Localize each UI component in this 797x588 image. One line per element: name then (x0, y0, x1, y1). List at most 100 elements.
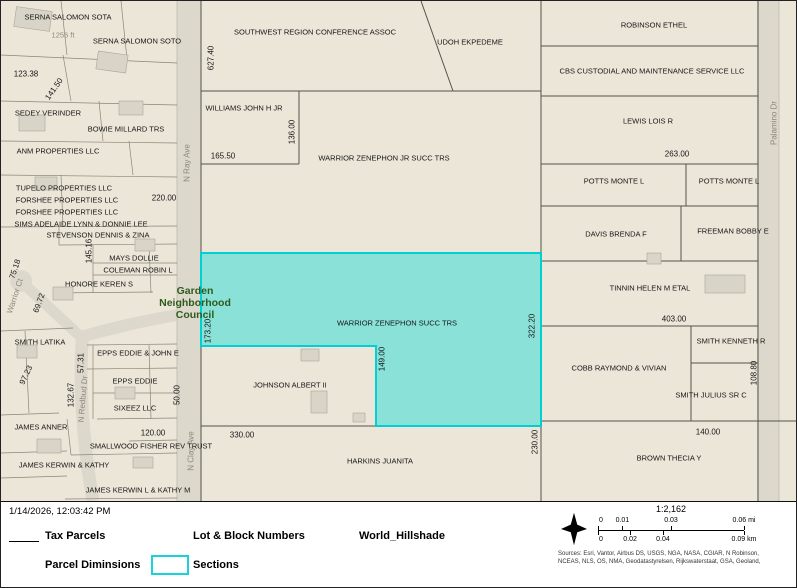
km-tick-label: 0.09 km (731, 536, 757, 543)
map-label-street: N Redbud Dr (76, 375, 90, 423)
map-label-dim: 149.00 (377, 346, 387, 372)
map-label-owner: SERNA SALOMON SOTO (92, 36, 182, 46)
attribution-line: NCEAS, NLS, OS, NMA, Geodatastyrelsen, R… (558, 559, 761, 566)
map-label-owner: SERNA SALOMON SOTA (24, 12, 112, 22)
map-label-dim: 132.67 (66, 382, 76, 408)
map-label-owner: SEDEY VERINDER (14, 108, 82, 118)
legend-lot-block-numbers: Lot & Block Numbers (193, 530, 305, 542)
map-label-owner: SMITH KENNETH R (696, 336, 766, 346)
map-label-owner: ANM PROPERTIES LLC (16, 146, 100, 156)
tax-parcels-line-symbol (9, 541, 39, 542)
mi-tick-label: 0.03 (664, 517, 678, 524)
legend-tax-parcels: Tax Parcels (45, 530, 106, 542)
map-label-dim: 165.50 (210, 151, 236, 161)
map-label-owner: HARKINS JUANITA (346, 456, 414, 466)
sections-box-symbol (151, 555, 189, 575)
map-label-owner: WILLIAMS JOHN H JR (205, 103, 283, 113)
buildings (13, 6, 746, 469)
map-label-owner: WARRIOR ZENEPHON SUCC TRS (336, 318, 458, 328)
map-label-dim: 123.38 (13, 69, 39, 79)
layout-footer: 1/14/2026, 12:03:42 PM Tax Parcels Lot &… (1, 501, 796, 587)
map-label-street: N Ray Ave (182, 144, 192, 182)
km-tick-label: 0 (598, 536, 603, 543)
map-label-owner: DAVIS BRENDA F (585, 229, 647, 239)
map-label-owner: POTTS MONTE L (583, 176, 645, 186)
map-label-owner: SIXEEZ LLC (113, 403, 157, 413)
map-label-dim: 627.40 (206, 45, 216, 71)
mi-tick-label: 0.06 mi (732, 517, 756, 524)
scale-bar-line (598, 526, 745, 535)
map-label-street: Palamino Dr (769, 100, 779, 146)
map-label-owner: MAYS DOLLIE (109, 253, 159, 263)
parcel-lines-west (1, 1, 178, 500)
map-label-street: Warrior Ct (5, 277, 25, 315)
map-label-owner: COBB RAYMOND & VIVIAN (571, 363, 667, 373)
export-timestamp: 1/14/2026, 12:03:42 PM (9, 506, 111, 517)
map-label-owner: SMALLWOOD FISHER REV TRUST (89, 441, 213, 451)
scale-bar: 0 0.01 0.03 0.06 mi 0 0.02 0.04 0.09 km (598, 517, 757, 547)
map-label-owner: COLEMAN ROBIN L (103, 265, 173, 275)
map-label-owner: WARRIOR ZENEPHON JR SUCC TRS (318, 153, 450, 163)
map-label-dim: 140.00 (695, 427, 721, 437)
scale-ratio: 1:2,162 (655, 504, 687, 514)
map-label-owner: POTTS MONTE L (698, 176, 760, 186)
map-label-dim: 97.23 (17, 364, 35, 386)
map-labels: SERNA SALOMON SOTA 1256 ft SERNA SALOMON S… (1, 1, 796, 501)
map-label-dim: 75.18 (7, 258, 23, 280)
mi-tick-label: 0 (598, 517, 603, 524)
map-label-owner: FORSHEE PROPERTIES LLC (15, 195, 119, 205)
map-label-note: 1256 ft (51, 30, 75, 40)
map-label-dim: 220.00 (151, 193, 177, 203)
map-label-dim: 50.00 (172, 384, 182, 406)
map-label-owner: JAMES KERWIN & KATHY (18, 460, 110, 470)
map-base (1, 1, 796, 501)
map-label-owner: SMITH LATIKA (14, 337, 66, 347)
map-label-owner: LEWIS LOIS R (622, 116, 674, 126)
map-label-dim: 173.20 (203, 318, 213, 344)
km-tick-label: 0.04 (656, 536, 670, 543)
map-label-owner: FORSHEE PROPERTIES LLC (15, 207, 119, 217)
scale-miles-labels: 0 0.01 0.03 0.06 mi (598, 517, 756, 525)
map-canvas[interactable]: SERNA SALOMON SOTA 1256 ft SERNA SALOMON S… (1, 1, 796, 501)
map-attribution: Sources: Esri, Vantor, Airbus DS, USGS, … (558, 550, 794, 567)
map-label-owner: FREEMAN BOBBY E (697, 226, 769, 236)
map-label-owner: STEVENSON DENNIS & ZINA (46, 230, 150, 240)
map-label-owner: HONORE KEREN S (65, 279, 133, 289)
map-label-owner: BOWIE MILLARD TRS (87, 124, 165, 134)
map-label-street: N Clay Ave (186, 431, 196, 471)
map-label-owner: ROBINSON ETHEL (620, 20, 688, 30)
km-tick-label: 0.02 (623, 536, 637, 543)
map-label-dim: 57.31 (76, 352, 86, 374)
map-label-dim: 120.00 (140, 428, 166, 438)
attribution-line: Sources: Esri, Vantor, Airbus DS, USGS, … (558, 551, 759, 557)
map-label-dim: 145.16 (84, 238, 94, 264)
map-label-dim: 322.20 (527, 313, 537, 339)
map-label-owner: SIMS ADELAIDE LYNN & DONNIE LEE (14, 219, 148, 229)
map-label-dim: 263.00 (664, 149, 690, 159)
map-label-dim: 136.00 (287, 119, 297, 145)
legend-sections: Sections (193, 559, 239, 571)
map-label-dim: 141.50 (43, 76, 65, 102)
map-label-dim: 108.80 (749, 360, 759, 386)
scale-km-labels: 0 0.02 0.04 0.09 km (598, 536, 757, 544)
map-label-owner: TINNIN HELEN M ETAL (609, 283, 691, 293)
map-label-dim: 403.00 (661, 314, 687, 324)
map-label-owner: JOHNSON ALBERT II (253, 380, 327, 390)
map-label-owner: SMITH JULIUS SR C (675, 390, 747, 400)
legend-parcel-dimensions: Parcel Diminsions (45, 559, 141, 571)
map-label-dim: 230.00 (530, 429, 540, 455)
map-label-owner: JAMES ANNER (14, 422, 68, 432)
legend-world-hillshade: World_Hillshade (359, 530, 445, 542)
map-label-owner: EPPS EDDIE (112, 376, 158, 386)
map-label-dim: 330.00 (229, 430, 255, 440)
highlighted-parcel[interactable] (200, 252, 542, 427)
roads (10, 1, 780, 501)
north-arrow-icon (561, 512, 587, 546)
map-label-owner: UDOH EKPEDEME (437, 37, 503, 47)
map-label-owner: EPPS EDDIE & JOHN E (97, 348, 179, 358)
map-label-dim: 69.72 (31, 292, 47, 314)
map-label-owner: JAMES KERWIN L & KATHY M (85, 485, 191, 495)
mi-tick-label: 0.01 (615, 517, 630, 524)
map-label-owner: TUPELO PROPERTIES LLC (15, 183, 113, 193)
